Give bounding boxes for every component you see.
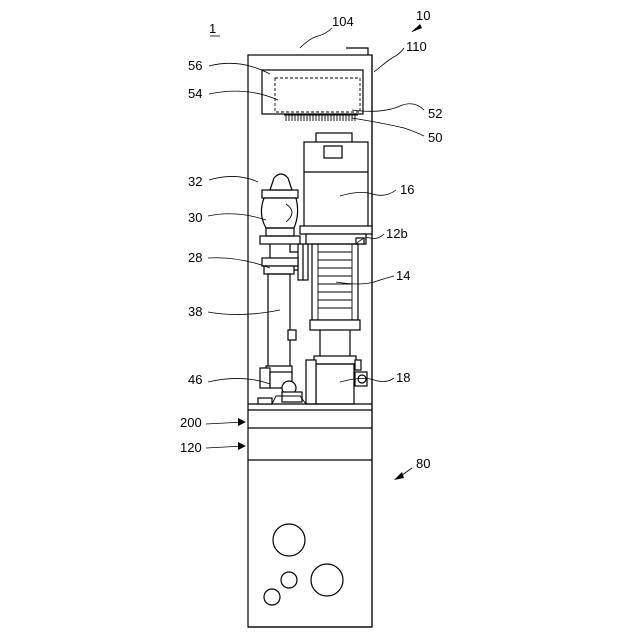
pipe-elbow	[262, 244, 298, 274]
heat-sink-fins	[284, 115, 358, 121]
control-box	[262, 70, 363, 121]
label-52: 52	[428, 106, 442, 121]
label-120: 120	[180, 440, 202, 455]
label-80: 80	[416, 456, 430, 471]
motor	[300, 133, 372, 234]
label-54: 54	[188, 86, 202, 101]
label-56: 56	[188, 58, 202, 73]
label-38: 38	[188, 304, 202, 319]
label-1: 1	[209, 21, 216, 36]
label-32: 32	[188, 174, 202, 189]
label-16: 16	[400, 182, 414, 197]
label-110: 110	[406, 39, 427, 54]
label-104: 104	[332, 14, 354, 29]
label-28: 28	[188, 250, 202, 265]
label-46: 46	[188, 372, 202, 387]
pump-column	[298, 234, 366, 330]
label-200: 200	[180, 415, 202, 430]
label-30: 30	[188, 210, 202, 225]
label-18: 18	[396, 370, 410, 385]
base-structure	[248, 398, 372, 460]
label-12b: 12b	[386, 226, 408, 241]
housing	[248, 48, 372, 627]
label-10: 10	[416, 8, 430, 23]
label-50: 50	[428, 130, 442, 145]
valve	[260, 174, 300, 244]
tank-bubbles	[264, 524, 343, 605]
pump-base	[306, 330, 367, 404]
label-14: 14	[396, 268, 410, 283]
pipe-38	[266, 274, 296, 374]
